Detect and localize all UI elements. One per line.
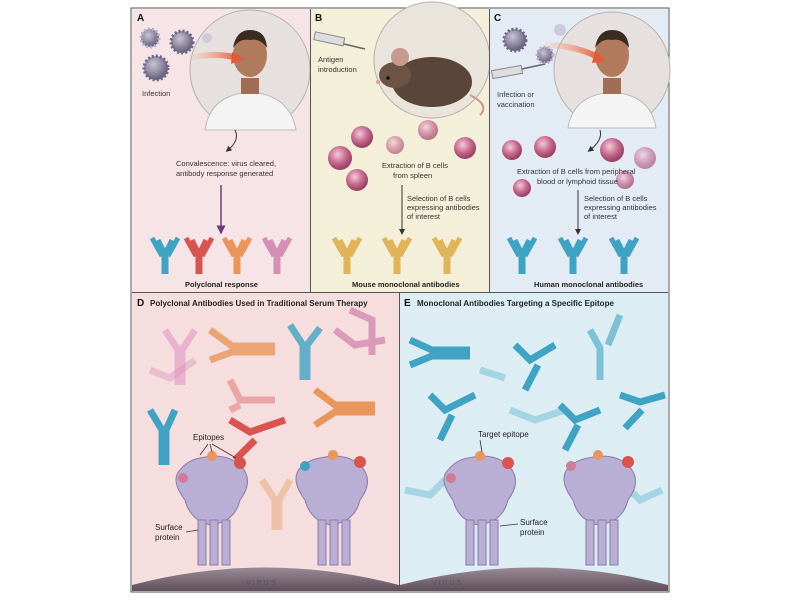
panel-e-title: Monoclonal Antibodies Targeting a Specif… xyxy=(417,299,614,308)
panel-c: C Infection or vaccination xyxy=(490,9,671,292)
antigen-label-1: Antigen xyxy=(318,55,343,64)
antibody-icon xyxy=(149,236,293,274)
syringe-icon xyxy=(490,63,546,80)
virus-icon xyxy=(139,27,212,82)
panel-e-background xyxy=(400,293,668,591)
selection-label-2: expressing antibodies xyxy=(407,203,480,212)
surface-protein-label-d-1: Surface xyxy=(155,523,183,532)
extraction-label-c-1: Extraction of B cells from peripheral xyxy=(517,167,636,176)
person-icon xyxy=(567,30,657,129)
panel-b-letter: B xyxy=(315,13,322,24)
syringe-icon xyxy=(313,31,366,50)
surface-protein-icon xyxy=(443,455,636,566)
person-icon xyxy=(204,30,297,131)
arrow-icon xyxy=(189,52,239,61)
selection-label-c-2: expressing antibodies xyxy=(584,203,657,212)
panel-a-letter: A xyxy=(137,13,144,24)
extraction-label-c-2: blood or lymphoid tissue xyxy=(537,177,618,186)
panel-b: B Antigen introduction Extraction of B c… xyxy=(311,1,491,292)
selection-label-c-1: Selection of B cells xyxy=(584,194,648,203)
panel-d: D Polyclonal Antibodies Used in Traditio… xyxy=(132,293,399,591)
surface-protein-label-d-2: protein xyxy=(155,533,179,542)
epitope-icon xyxy=(446,450,634,483)
antibody-icon xyxy=(331,236,463,274)
mouse-icon xyxy=(376,48,485,116)
virus-membrane xyxy=(132,567,399,591)
infection-vaccination-label-2: vaccination xyxy=(497,100,535,109)
convalescence-text-2: antibody response generated xyxy=(176,169,273,178)
panel-d-letter: D xyxy=(137,298,144,309)
extraction-label-2: from spleen xyxy=(393,171,432,180)
antigen-label-2: introduction xyxy=(318,65,357,74)
epitope-icon xyxy=(178,450,366,483)
panel-e-letter: E xyxy=(404,298,411,309)
virus-label-e: VIRUS xyxy=(432,580,463,587)
target-epitope-label: Target epitope xyxy=(478,430,529,439)
panel-a-caption: Polyclonal response xyxy=(185,280,258,289)
surface-protein-label-e-1: Surface xyxy=(520,518,548,527)
panel-e: E Monoclonal Antibodies Targeting a Spec… xyxy=(400,293,668,591)
b-cell-icon xyxy=(328,120,476,191)
selection-label-c-3: of interest xyxy=(584,212,618,221)
antibody-icon xyxy=(506,236,640,274)
virus-label-d: VIRUS xyxy=(246,580,277,587)
epitopes-label: Epitopes xyxy=(193,433,224,442)
panel-b-caption: Mouse monoclonal antibodies xyxy=(352,280,460,289)
extraction-label-1: Extraction of B cells xyxy=(382,161,448,170)
infection-label: Infection xyxy=(142,89,170,98)
panel-c-caption: Human monoclonal antibodies xyxy=(534,280,643,289)
antibody-icon xyxy=(146,306,386,530)
surface-protein-icon xyxy=(175,455,368,566)
b-cell-icon xyxy=(502,136,656,197)
selection-label-1: Selection of B cells xyxy=(407,194,471,203)
infection-vaccination-label-1: Infection or xyxy=(497,90,535,99)
convalescence-text-1: Convalescence: virus cleared, xyxy=(176,159,276,168)
antibody-icon xyxy=(404,313,666,505)
surface-protein-label-e-2: protein xyxy=(520,528,544,537)
panel-a: A Infection Convalescence: virus cleared… xyxy=(132,9,311,292)
panel-d-title: Polyclonal Antibodies Used in Traditiona… xyxy=(150,299,368,308)
panel-c-letter: C xyxy=(494,13,501,24)
virus-membrane xyxy=(400,567,668,591)
selection-label-3: of interest xyxy=(407,212,441,221)
